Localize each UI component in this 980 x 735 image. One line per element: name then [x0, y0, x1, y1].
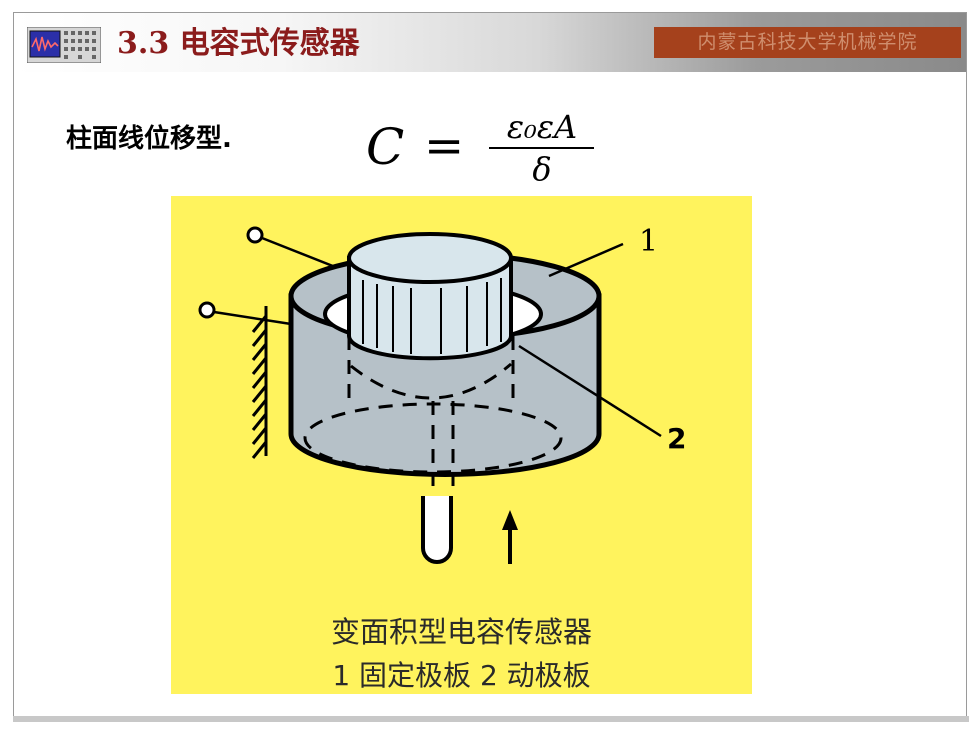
figure-caption: 变面积型电容传感器 — [330, 615, 592, 649]
sensor-figure: 1 2 变面积型电容传感器 1 固定极板 2 动极板 — [171, 196, 752, 694]
formula-denominator: δ — [532, 150, 551, 188]
label-fixed-plate: 1 — [639, 224, 658, 259]
formula-numerator: ε₀εA — [507, 108, 577, 146]
formula-equals: = — [424, 118, 464, 174]
section-subtitle: 柱面线位移型. — [66, 124, 232, 154]
oscilloscope-panel-icon — [27, 27, 101, 63]
institution-badge: 内蒙古科技大学机械学院 — [654, 27, 961, 58]
slide-title: 3.3 电容式传感器 — [117, 26, 360, 61]
figure-legend: 1 固定极板 2 动极板 — [332, 659, 591, 692]
capacitance-formula: C = ε₀εA δ — [366, 108, 594, 188]
sensor-diagram: 1 2 — [198, 224, 686, 564]
formula-lhs: C — [366, 118, 404, 176]
label-moving-plate: 2 — [667, 422, 686, 455]
slide-bottom-shadow — [13, 716, 969, 722]
